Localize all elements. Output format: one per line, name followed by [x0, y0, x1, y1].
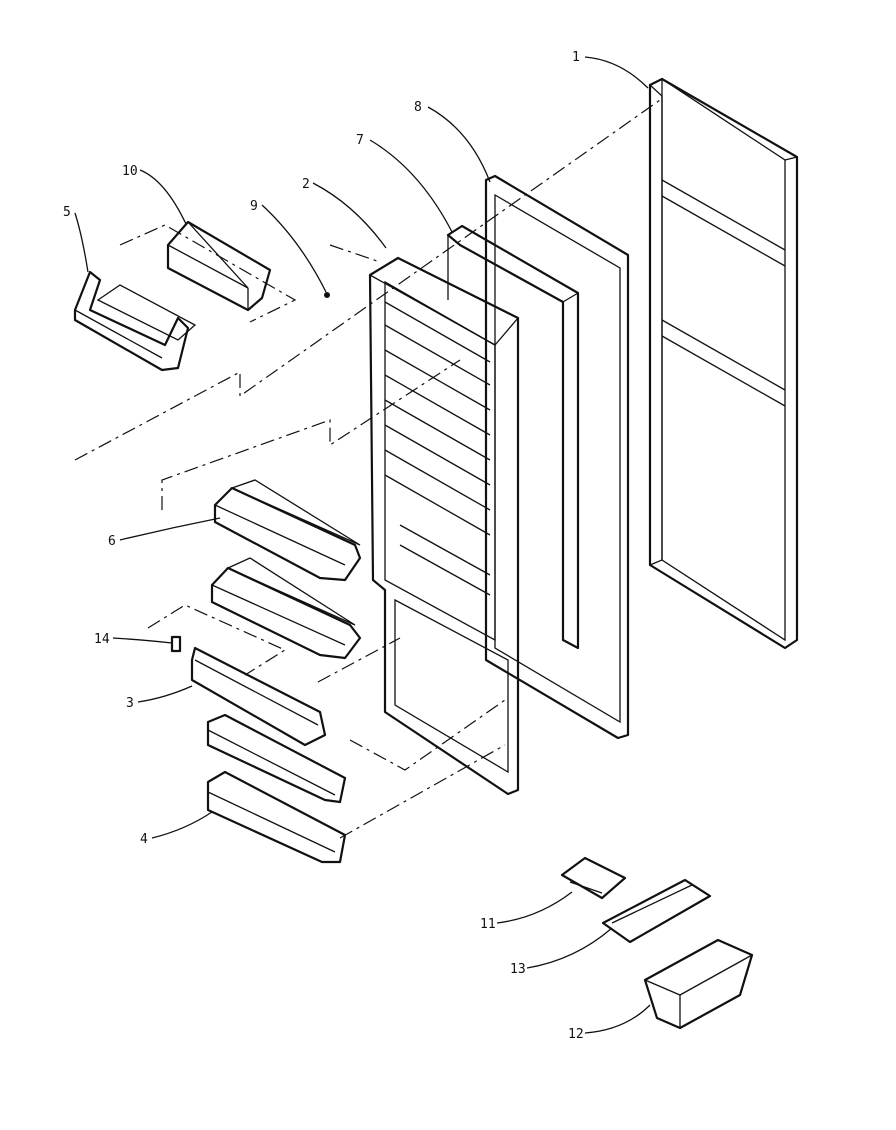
callout-14: 14: [94, 632, 110, 647]
part-13-lid: [601, 878, 712, 944]
part-9-screw: [324, 292, 330, 298]
part-7-breaker-strip: [446, 224, 580, 650]
part-2-door-liner: [368, 256, 520, 796]
part-4-door-bins: [206, 713, 347, 864]
part-10-cover: [166, 220, 272, 312]
part-11-tray: [560, 856, 627, 900]
part-5-bin: [73, 270, 197, 372]
part-12-ice-tray: [643, 938, 754, 1030]
callout-11: 11: [480, 917, 496, 932]
part-6-door-shelves: [210, 479, 362, 660]
callout-10: 10: [122, 164, 138, 179]
callout-leaders: [74, 56, 651, 1034]
callout-1: 1: [572, 50, 580, 65]
part-1-outer-door: [648, 77, 799, 650]
assembly-lines: [74, 99, 661, 839]
callout-6: 6: [108, 534, 116, 549]
callout-9: 9: [250, 199, 258, 214]
callout-labels: 1 2 3 4 5 6 7 8 9 10 11 12 13 14: [63, 50, 584, 1042]
part-8-gasket: [484, 174, 630, 740]
callout-12: 12: [568, 1027, 584, 1042]
callout-13: 13: [510, 962, 526, 977]
callout-3: 3: [126, 696, 134, 711]
callout-7: 7: [356, 133, 364, 148]
part-14-clip: [170, 635, 182, 653]
callout-5: 5: [63, 205, 71, 220]
part-3-retainer: [190, 646, 327, 747]
callout-2: 2: [302, 177, 310, 192]
callout-8: 8: [414, 100, 422, 115]
callout-4: 4: [140, 832, 148, 847]
